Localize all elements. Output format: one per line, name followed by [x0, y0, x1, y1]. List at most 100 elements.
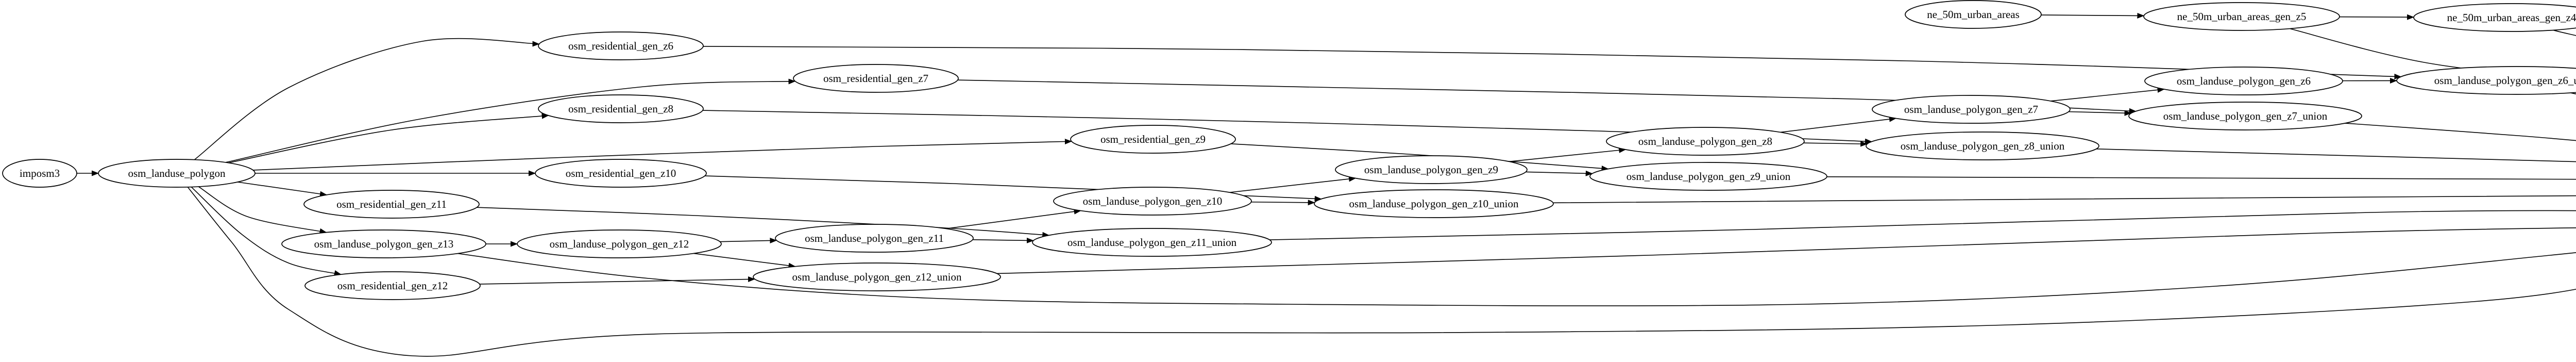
edge-osm_landuse_polygon_gen_z10_union-to-layer_landuse-z10 [1553, 195, 2576, 204]
node-osm_residential_gen_z8: osm_residential_gen_z8 [538, 94, 704, 123]
node-label-osm_residential_gen_z10: osm_residential_gen_z10 [566, 167, 676, 179]
node-ellipse-osm_landuse_polygon_gen_z9 [1335, 155, 1528, 184]
edge-osm_residential_gen_z11-to-osm_landuse_polygon_gen_z11_union [477, 207, 1050, 238]
node-ellipse-osm_residential_gen_z9 [1070, 125, 1236, 154]
node-osm_landuse_polygon_gen_z12: osm_landuse_polygon_gen_z12 [517, 229, 722, 258]
node-label-imposm3: imposm3 [20, 167, 60, 179]
node-osm_landuse_polygon_gen_z12_union: osm_landuse_polygon_gen_z12_union [753, 262, 1001, 291]
node-ellipse-osm_landuse_polygon_gen_z10_union [1314, 189, 1554, 218]
node-osm_residential_gen_z6: osm_residential_gen_z6 [538, 31, 704, 60]
node-ellipse-osm_landuse_polygon_gen_z7 [1872, 95, 2071, 124]
node-label-osm_residential_gen_z11: osm_residential_gen_z11 [336, 198, 447, 210]
node-label-osm_landuse_polygon_gen_z12_union: osm_landuse_polygon_gen_z12_union [792, 271, 962, 283]
node-label-osm_landuse_polygon_gen_z8: osm_landuse_polygon_gen_z8 [1638, 135, 1772, 147]
node-ellipse-osm_landuse_polygon_gen_z8_union [1866, 131, 2099, 160]
node-ellipse-osm_landuse_polygon_gen_z9_union [1589, 162, 1827, 191]
node-ellipse-osm_residential_gen_z11 [303, 190, 480, 219]
edge-osm_landuse_polygon-to-osm_residential_gen_z6 [194, 38, 540, 160]
edge-osm_landuse_polygon-to-layer_landuse-z14+ [187, 187, 2576, 357]
edge-osm_landuse_polygon-to-osm_residential_gen_z11 [237, 182, 328, 197]
edge-osm_landuse_polygon_gen_z11-to-osm_landuse_polygon_gen_z11_union [972, 237, 1034, 243]
node-ellipse-osm_landuse_polygon_gen_z11_union [1032, 228, 1272, 257]
edge-ne_50m_urban_areas_gen_z5-to-ne_50m_urban_areas_gen_z4 [2339, 14, 2415, 20]
node-ellipse-osm_landuse_polygon_gen_z8 [1606, 127, 1805, 156]
edge-ne_50m_urban_areas_gen_z4-to-layer_landuse-z4 [2553, 29, 2576, 36]
node-ellipse-osm_residential_gen_z12 [304, 271, 481, 300]
edge-osm_landuse_polygon_gen_z7-to-osm_landuse_polygon_gen_z7_union [2069, 110, 2132, 116]
node-osm_landuse_polygon_gen_z10_union: osm_landuse_polygon_gen_z10_union [1314, 189, 1554, 218]
node-imposm3: imposm3 [2, 159, 77, 188]
edge-osm_landuse_polygon_gen_z9_union-to-layer_landuse-z9 [1826, 176, 2576, 180]
edge-osm_landuse_polygon-to-osm_residential_gen_z12 [191, 186, 342, 276]
edge-osm_landuse_polygon-to-osm_residential_gen_z7 [225, 78, 796, 163]
node-ellipse-imposm3 [2, 159, 77, 188]
edge-osm_landuse_polygon_gen_z12_union-to-layer_landuse-z12 [996, 227, 2576, 274]
node-label-osm_landuse_polygon_gen_z8_union: osm_landuse_polygon_gen_z8_union [1901, 140, 2065, 152]
node-ne_50m_urban_areas_gen_z4: ne_50m_urban_areas_gen_z4 [2413, 3, 2576, 32]
node-ellipse-osm_residential_gen_z10 [535, 159, 707, 188]
node-label-osm_landuse_polygon_gen_z6: osm_landuse_polygon_gen_z6 [2177, 75, 2311, 87]
edge-osm_landuse_polygon_gen_z9-to-osm_landuse_polygon_gen_z9_union [1526, 170, 1593, 176]
node-ellipse-ne_50m_urban_areas [1905, 0, 2042, 29]
node-ellipse-osm_landuse_polygon_gen_z7_union [2128, 102, 2362, 130]
node-osm_landuse_polygon_gen_z6: osm_landuse_polygon_gen_z6 [2144, 67, 2343, 95]
node-ellipse-osm_residential_gen_z7 [793, 64, 959, 93]
node-osm_landuse_polygon_gen_z7_union: osm_landuse_polygon_gen_z7_union [2128, 102, 2362, 130]
node-osm_residential_gen_z12: osm_residential_gen_z12 [304, 271, 481, 300]
node-label-osm_landuse_polygon_gen_z7_union: osm_landuse_polygon_gen_z7_union [2163, 110, 2328, 122]
node-label-ne_50m_urban_areas_gen_z4: ne_50m_urban_areas_gen_z4 [2447, 11, 2576, 24]
edge-osm_residential_gen_z6-to-osm_landuse_polygon_gen_z6_union [703, 46, 2402, 79]
edge-osm_residential_gen_z9-to-osm_landuse_polygon_gen_z9_union [1231, 143, 1609, 172]
node-ellipse-osm_landuse_polygon_gen_z6_union [2396, 66, 2576, 95]
edge-osm_landuse_polygon_gen_z7_union-to-layer_landuse-z7 [2345, 123, 2576, 141]
node-label-osm_landuse_polygon_gen_z9_union: osm_landuse_polygon_gen_z9_union [1626, 170, 1791, 183]
edge-osm_landuse_polygon-to-osm_landuse_polygon_gen_z13 [198, 186, 327, 234]
edge-osm_landuse_polygon_gen_z8_union-to-layer_landuse-z8 [2096, 149, 2576, 162]
node-label-osm_landuse_polygon_gen_z7: osm_landuse_polygon_gen_z7 [1904, 103, 2038, 116]
node-label-osm_landuse_polygon_gen_z6_union: osm_landuse_polygon_gen_z6_union [2434, 74, 2576, 87]
node-ellipse-ne_50m_urban_areas_gen_z4 [2413, 3, 2576, 32]
edge-osm_landuse_polygon_gen_z6_union-to-layer_landuse-z6 [2570, 92, 2576, 94]
edge-osm_landuse_polygon_gen_z8-to-osm_landuse_polygon_gen_z7 [1780, 116, 1897, 133]
node-label-ne_50m_urban_areas: ne_50m_urban_areas [1927, 8, 2020, 21]
node-label-osm_landuse_polygon_gen_z11_union: osm_landuse_polygon_gen_z11_union [1067, 236, 1237, 249]
node-osm_landuse_polygon_gen_z11_union: osm_landuse_polygon_gen_z11_union [1032, 228, 1272, 257]
graph-nodes: imposm3 osm_landuse_polygon osm_residentia… [2, 0, 2576, 300]
node-ne_50m_urban_areas_gen_z5: ne_50m_urban_areas_gen_z5 [2143, 2, 2340, 31]
edge-osm_landuse_polygon-to-osm_residential_gen_z8 [228, 113, 549, 163]
edge-osm_landuse_polygon_gen_z9-to-osm_landuse_polygon_gen_z8 [1509, 147, 1626, 162]
node-osm_residential_gen_z7: osm_residential_gen_z7 [793, 64, 959, 93]
node-ellipse-osm_landuse_polygon_gen_z11 [775, 224, 974, 253]
node-osm_landuse_polygon_gen_z6_union: osm_landuse_polygon_gen_z6_union [2396, 66, 2576, 95]
node-osm_residential_gen_z11: osm_residential_gen_z11 [303, 190, 480, 219]
edge-ne_50m_urban_areas-to-ne_50m_urban_areas_gen_z5 [2041, 12, 2145, 19]
node-label-osm_landuse_polygon_gen_z11: osm_landuse_polygon_gen_z11 [805, 232, 944, 244]
edge-osm_landuse_polygon_gen_z11-to-osm_landuse_polygon_gen_z10 [946, 208, 1081, 229]
edge-osm_landuse_polygon_gen_z7-to-osm_landuse_polygon_gen_z6 [2050, 87, 2165, 102]
node-ellipse-osm_landuse_polygon_gen_z12_union [753, 262, 1001, 291]
node-label-osm_residential_gen_z6: osm_residential_gen_z6 [568, 40, 673, 52]
node-osm_landuse_polygon_gen_z10: osm_landuse_polygon_gen_z10 [1053, 187, 1252, 216]
node-osm_landuse_polygon_gen_z7: osm_landuse_polygon_gen_z7 [1872, 95, 2071, 124]
node-label-osm_residential_gen_z8: osm_residential_gen_z8 [568, 103, 673, 115]
node-label-osm_landuse_polygon: osm_landuse_polygon [128, 167, 226, 179]
node-label-osm_residential_gen_z7: osm_residential_gen_z7 [823, 72, 928, 85]
node-label-osm_landuse_polygon_gen_z10: osm_landuse_polygon_gen_z10 [1083, 195, 1223, 207]
node-ellipse-osm_landuse_polygon_gen_z10 [1053, 187, 1252, 216]
node-ne_50m_urban_areas: ne_50m_urban_areas [1905, 0, 2042, 29]
node-ellipse-osm_landuse_polygon_gen_z12 [517, 229, 722, 258]
node-ellipse-ne_50m_urban_areas_gen_z5 [2143, 2, 2340, 31]
node-label-osm_residential_gen_z9: osm_residential_gen_z9 [1100, 133, 1206, 145]
node-label-osm_landuse_polygon_gen_z10_union: osm_landuse_polygon_gen_z10_union [1349, 198, 1519, 210]
edge-osm_landuse_polygon_gen_z12-to-osm_landuse_polygon_gen_z12_union [693, 253, 796, 269]
edge-osm_residential_gen_z12-to-osm_landuse_polygon_gen_z12_union [479, 276, 756, 285]
graph-edges [77, 12, 2576, 357]
node-ellipse-osm_landuse_polygon [98, 159, 256, 188]
node-osm_landuse_polygon_gen_z11: osm_landuse_polygon_gen_z11 [775, 224, 974, 253]
edge-osm_landuse_polygon_gen_z12-to-osm_landuse_polygon_gen_z11 [720, 238, 777, 244]
node-ellipse-osm_landuse_polygon_gen_z6 [2144, 67, 2343, 95]
node-label-osm_landuse_polygon_gen_z12: osm_landuse_polygon_gen_z12 [550, 238, 689, 250]
edge-osm_landuse_polygon_gen_z10-to-osm_landuse_polygon_gen_z9 [1229, 176, 1357, 193]
